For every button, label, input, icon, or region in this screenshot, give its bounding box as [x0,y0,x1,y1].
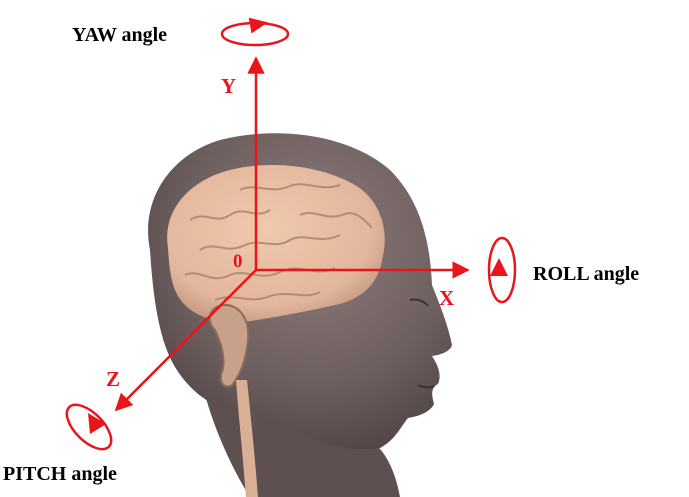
z-axis-line [114,269,257,412]
roll-angle-label: ROLL angle [533,263,640,285]
roll-rotation-icon [487,236,517,304]
yaw-angle-label: YAW angle [72,24,168,46]
face-detail [409,298,429,307]
mouth-detail [417,384,435,389]
y-axis-label: Y [221,74,237,98]
x-axis-label: X [439,286,455,310]
spinal-cord-shape [236,380,258,497]
origin-label: 0 [233,251,243,272]
brain-folds [184,183,373,301]
z-axis-label: Z [106,367,121,391]
axes [114,56,470,412]
pitch-angle-label: PITCH angle [3,463,117,485]
pitch-rotation-icon [65,403,113,451]
yaw-rotation-icon [220,17,290,47]
head-with-brain-icon [148,133,452,497]
